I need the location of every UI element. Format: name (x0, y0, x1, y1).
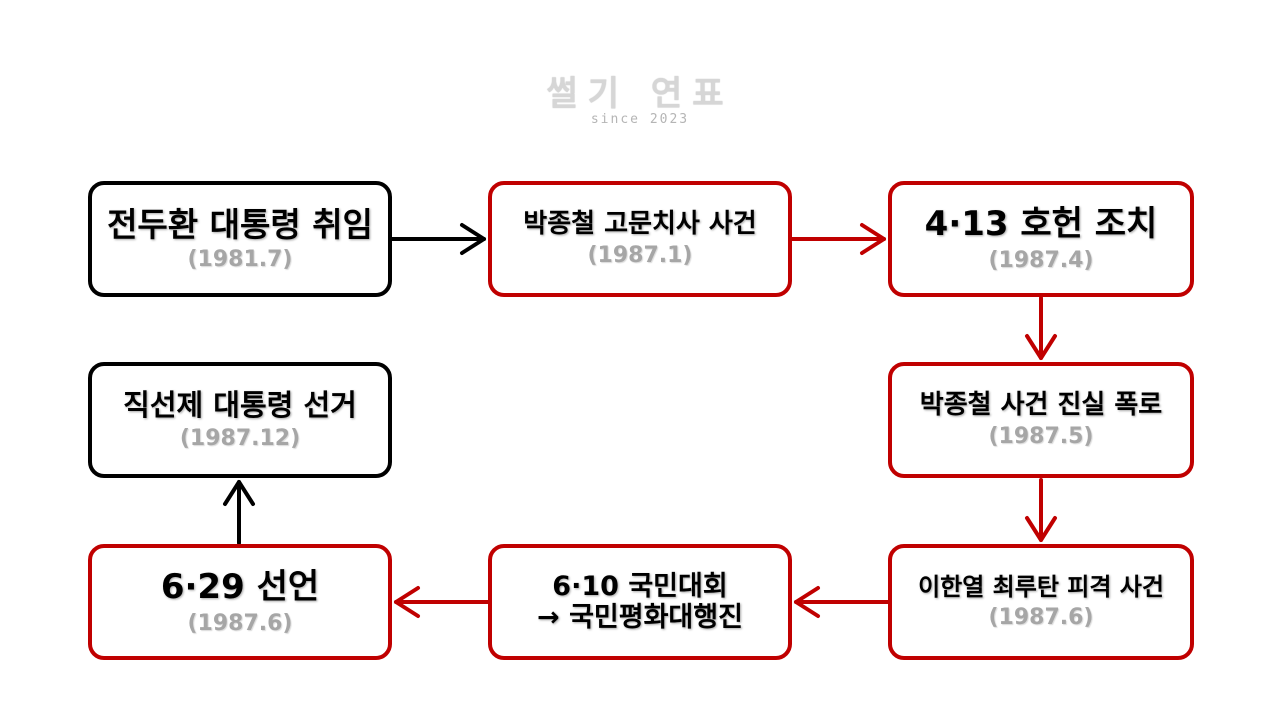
node-title: 전두환 대통령 취임 (107, 204, 373, 244)
node-title: 6·10 국민대회 → 국민평화대행진 (537, 570, 743, 633)
watermark: 썰기 연표 since 2023 (0, 74, 1280, 127)
node-title: 6·29 선언 (160, 566, 320, 607)
arrow-n3-n4 (1025, 296, 1057, 360)
arrow-n6-n7 (394, 586, 490, 618)
node-n6: 6·10 국민대회 → 국민평화대행진 (488, 544, 792, 660)
arrow-n5-n6 (794, 586, 890, 618)
watermark-subtitle: since 2023 (590, 112, 690, 127)
arrow-n4-n5 (1025, 478, 1057, 542)
node-title: 이한열 최루탄 피격 사건 (918, 572, 1164, 601)
node-n1: 전두환 대통령 취임 (1981.7) (88, 181, 392, 297)
node-date: (1981.7) (187, 247, 293, 273)
watermark-title: 썰기 연표 (546, 74, 734, 114)
node-date: (1987.5) (988, 424, 1094, 450)
node-n5: 이한열 최루탄 피격 사건 (1987.6) (888, 544, 1194, 660)
node-title: 박종철 고문치사 사건 (523, 208, 757, 239)
node-n8: 직선제 대통령 선거 (1987.12) (88, 362, 392, 478)
node-title: 4·13 호헌 조치 (924, 203, 1158, 244)
node-date: (1987.12) (179, 426, 301, 452)
node-n4: 박종철 사건 진실 폭로 (1987.5) (888, 362, 1194, 478)
node-date: (1987.6) (187, 611, 293, 637)
arrow-n1-n2 (390, 223, 486, 255)
node-n3: 4·13 호헌 조치 (1987.4) (888, 181, 1194, 297)
node-date: (1987.4) (988, 248, 1094, 274)
arrow-n2-n3 (790, 223, 886, 255)
arrow-n7-n8 (223, 480, 255, 545)
node-n7: 6·29 선언 (1987.6) (88, 544, 392, 660)
node-title: 박종철 사건 진실 폭로 (919, 389, 1163, 420)
node-title: 직선제 대통령 선거 (123, 387, 357, 422)
node-n2: 박종철 고문치사 사건 (1987.1) (488, 181, 792, 297)
node-date: (1987.6) (988, 605, 1094, 631)
node-date: (1987.1) (587, 243, 693, 269)
